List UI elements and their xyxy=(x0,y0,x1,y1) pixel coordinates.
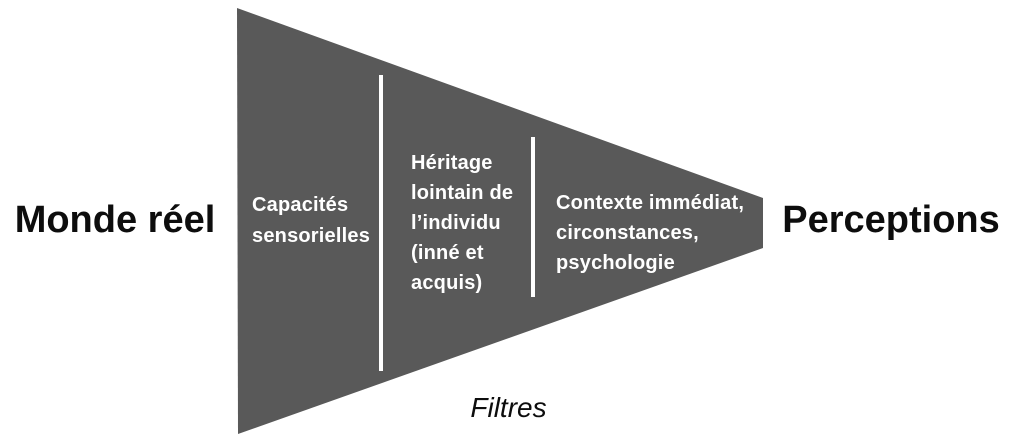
bottom-label-filtres: Filtres xyxy=(470,392,547,423)
funnel-divider-1 xyxy=(379,75,383,371)
funnel-shape xyxy=(237,8,763,434)
funnel-divider-2 xyxy=(531,137,535,297)
funnel-segment-contexte-immediat: Contexte immédiat, circonstances, psycho… xyxy=(556,192,745,274)
right-label-perceptions: Perceptions xyxy=(782,198,1000,241)
funnel-segment-heritage-lointain: Héritage lointain de l’individu (inné et… xyxy=(411,152,514,294)
left-label-monde-reel: Monde réel xyxy=(14,198,216,241)
funnel-segment-capacites-sensorielles: Capacités sensorielles xyxy=(252,194,371,247)
